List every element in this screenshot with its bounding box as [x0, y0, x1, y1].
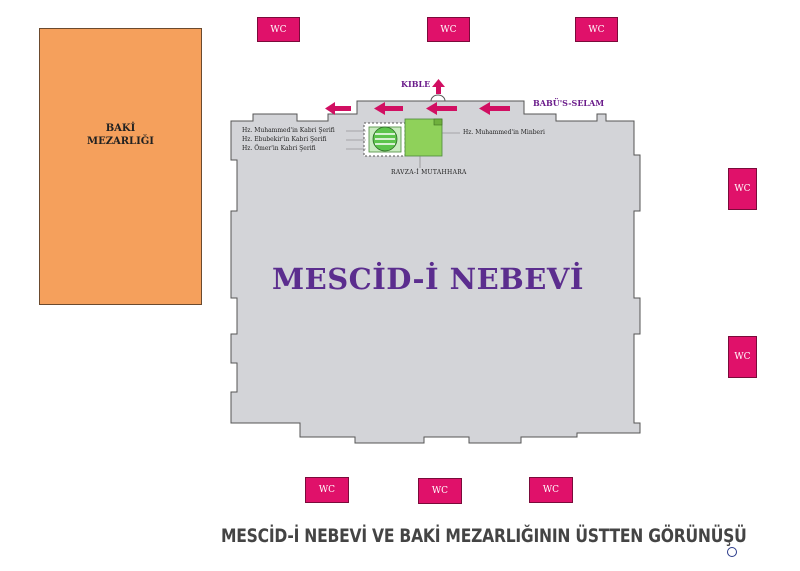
footer-title: MESCİD-İ NEBEVİ VE BAKİ MEZARLIĞININ ÜST…	[221, 525, 747, 547]
tomb-label-ebubekir: Hz. Ebubekir'in Kabri Şerifi	[242, 136, 327, 143]
mosque-title: MESCİD-İ NEBEVİ	[272, 262, 584, 296]
minber-label: Hz. Muhammed'in Minberi	[463, 129, 545, 136]
wc-box: WC	[418, 478, 462, 504]
wc-box: WC	[305, 477, 349, 503]
wc-box: WC	[728, 168, 757, 210]
mihrab	[430, 94, 446, 102]
tomb-label-muhammad: Hz. Muhammed'in Kabri Şerifi	[242, 127, 335, 134]
baki-cemetery: BAKİ MEZARLIĞI	[39, 28, 202, 305]
kible-label: KIBLE	[401, 79, 431, 89]
cemetery-label: BAKİ MEZARLIĞI	[87, 123, 154, 147]
mosque-outline	[230, 100, 641, 444]
wc-box: WC	[575, 17, 618, 42]
wc-box: WC	[257, 17, 300, 42]
left-arrow-icon	[426, 102, 457, 115]
kible-arrow-icon	[432, 79, 445, 94]
minber-mark	[433, 118, 443, 126]
rawda-label: RAVZA-İ MUTAHHARA	[391, 169, 467, 176]
publisher-logo-icon	[727, 547, 737, 557]
wc-box: WC	[728, 336, 757, 378]
left-arrow-icon	[325, 102, 351, 115]
left-arrow-icon	[374, 102, 403, 115]
wc-box: WC	[529, 477, 573, 503]
left-arrow-icon	[479, 102, 510, 115]
babus-selam-label: BABÜ'S-SELAM	[533, 98, 605, 108]
tomb-label-omer: Hz. Ömer'in Kabri Şerifi	[242, 145, 316, 152]
wc-box: WC	[427, 17, 470, 42]
